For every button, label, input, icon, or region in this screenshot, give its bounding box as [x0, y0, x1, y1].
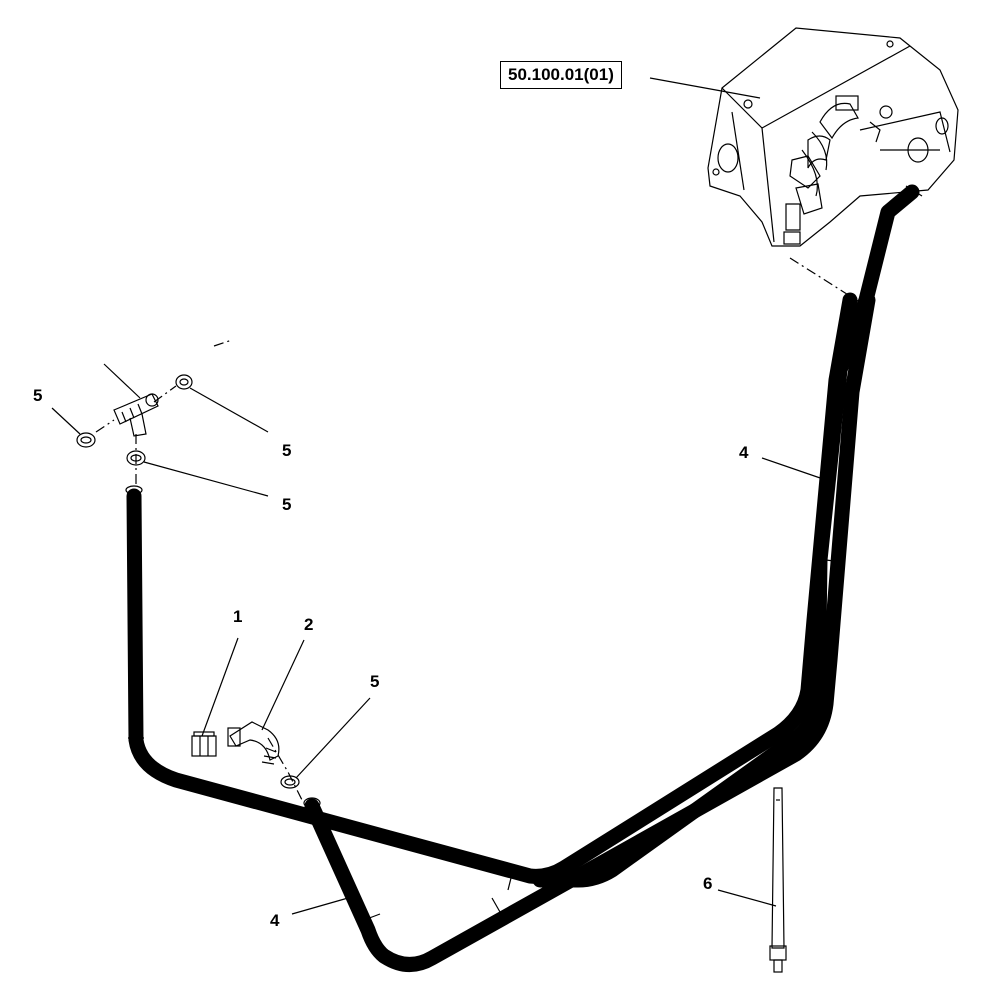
leader-5-tee-right: [189, 387, 269, 433]
leader-1: [201, 637, 239, 737]
cable-tie-6: [769, 787, 787, 973]
leader-6: [717, 889, 777, 907]
callout-5-elbow: 5: [370, 672, 380, 691]
elbow-fitting-2: [227, 721, 280, 765]
callout-5-left: 5: [33, 386, 43, 405]
leader-4-bottom: [291, 897, 349, 915]
leader-4-right: [761, 457, 827, 481]
connection-line-housing: [789, 257, 851, 297]
hose-clamp-elbow: [280, 775, 300, 789]
hose-clamp-left: [76, 432, 96, 448]
leader-2: [261, 639, 305, 731]
leader-reference: [649, 77, 761, 99]
hose-clamp-tee-below: [126, 450, 146, 466]
leader-5-tee-below: [143, 461, 269, 497]
callout-6: 6: [703, 874, 713, 893]
callout-1: 1: [233, 607, 243, 626]
leader-5-left: [51, 407, 81, 435]
hose-clamp-tee-right: [175, 374, 193, 390]
housing-assembly: [707, 27, 959, 247]
leader-tee: [103, 363, 141, 399]
connection-line-tee-right: [153, 385, 177, 403]
connection-line-elbow: [267, 737, 303, 801]
fitting-1: [191, 731, 217, 757]
leader-5-elbow: [295, 697, 371, 779]
reference-label: 50.100.01(01): [500, 61, 622, 89]
tee-fitting: [113, 393, 159, 437]
callout-4-right: 4: [739, 443, 749, 462]
callout-5-tee-below: 5: [282, 495, 292, 514]
connection-line-fitting: [213, 339, 233, 347]
callout-2: 2: [304, 615, 314, 634]
callout-5-tee-right: 5: [282, 441, 292, 460]
callout-4-bottom: 4: [270, 911, 280, 930]
connection-line-tee-left: [95, 419, 115, 433]
hose-4-upper-run: [125, 184, 923, 972]
